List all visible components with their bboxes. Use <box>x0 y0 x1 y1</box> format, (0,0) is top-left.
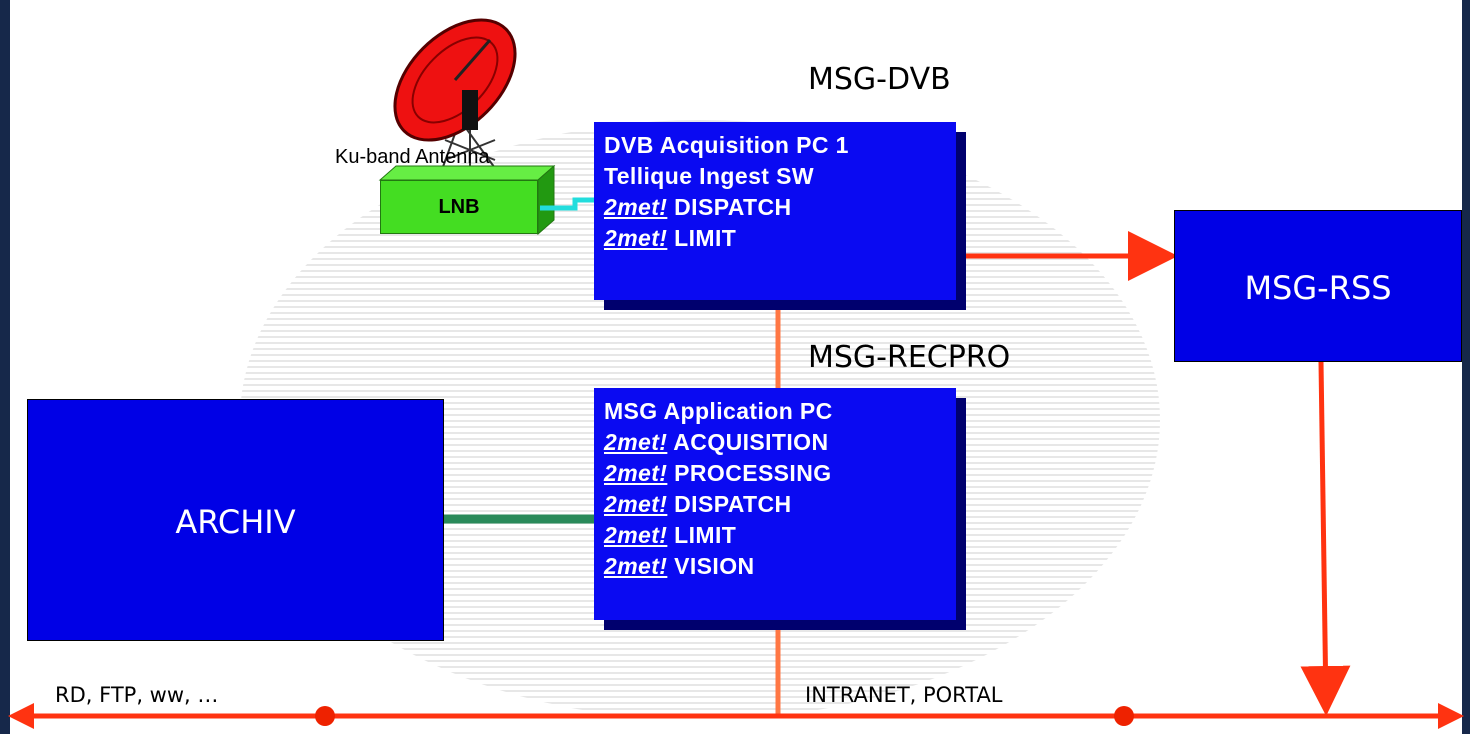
antenna-icon <box>393 18 517 176</box>
bus-node-right <box>1114 706 1134 726</box>
recpro-line: 2met! ACQUISITION <box>604 429 829 455</box>
left-frame-border <box>0 0 10 734</box>
bus-node-left <box>315 706 335 726</box>
network-left-label: RD, FTP, ww, … <box>55 683 219 707</box>
dvb-line: Tellique Ingest SW <box>604 163 814 189</box>
dvb-line: 2met! LIMIT <box>604 225 737 251</box>
lnb-dvb-link <box>540 197 598 211</box>
bus-arrow-right <box>1438 703 1464 729</box>
msg-recpro-box: MSG Application PC 2met! ACQUISITION 2me… <box>594 388 956 620</box>
msg-rss-label: MSG-RSS <box>1244 269 1392 307</box>
msg-dvb-box: DVB Acquisition PC 1 Tellique Ingest SW … <box>594 122 956 300</box>
dvb-line: DVB Acquisition PC 1 <box>604 132 849 158</box>
archiv-label: ARCHIV <box>175 503 296 541</box>
rss-to-bus-arrow <box>1300 361 1351 716</box>
bus-arrow-left <box>8 703 34 729</box>
right-frame-border <box>1462 0 1470 734</box>
recpro-line: 2met! LIMIT <box>604 522 737 548</box>
msg-recpro-title: MSG-RECPRO <box>808 340 1011 375</box>
dvb-line: 2met! DISPATCH <box>604 194 792 220</box>
antenna-caption: Ku-band Antenna <box>335 146 490 168</box>
lnb-block: LNB <box>380 180 538 234</box>
archiv-box: ARCHIV <box>27 399 444 641</box>
msg-rss-box: MSG-RSS <box>1174 210 1462 362</box>
recpro-line: 2met! DISPATCH <box>604 491 792 517</box>
lnb-block-shading <box>378 164 556 236</box>
recpro-line: MSG Application PC <box>604 398 833 424</box>
recpro-line: 2met! VISION <box>604 553 755 579</box>
msg-dvb-title: MSG-DVB <box>808 62 951 97</box>
network-center-label: INTRANET, PORTAL <box>805 683 1003 707</box>
recpro-line: 2met! PROCESSING <box>604 460 832 486</box>
